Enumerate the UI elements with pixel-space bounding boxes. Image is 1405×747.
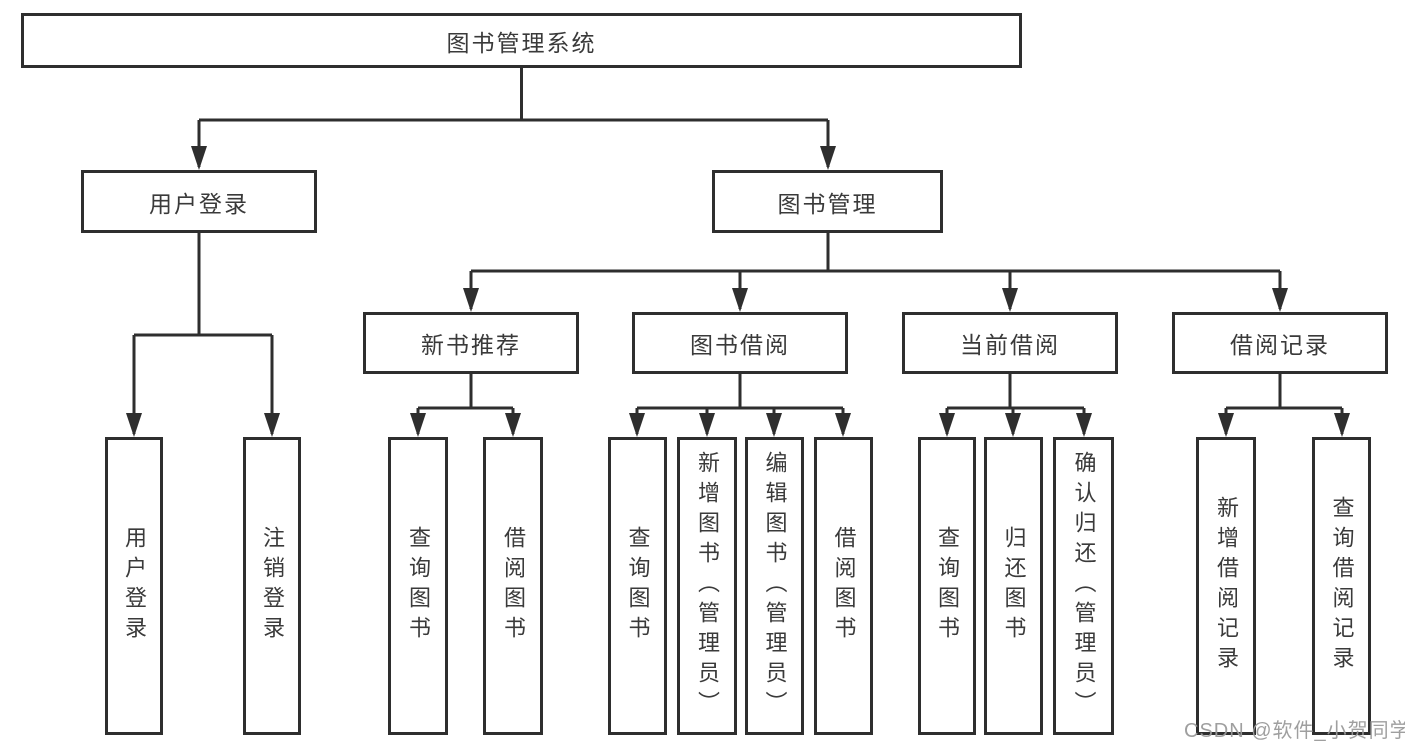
leaf-recommend-query-books: 查询图书	[388, 437, 448, 735]
leaf-borrowing-borrow-books-label: 借阅图书	[831, 526, 857, 646]
node-borrowing-records: 借阅记录	[1172, 312, 1388, 374]
leaf-confirm-return-admin: 确认归还（管理员）	[1053, 437, 1114, 735]
node-book-management: 图书管理	[712, 170, 943, 233]
node-library-management-system: 图书管理系统	[21, 13, 1022, 68]
leaf-user-login-label: 用户登录	[122, 526, 147, 646]
leaf-return-books: 归还图书	[984, 437, 1043, 735]
leaf-recommend-borrow-books: 借阅图书	[483, 437, 543, 735]
leaf-add-book-admin: 新增图书（管理员）	[677, 437, 737, 735]
leaf-current-query-books: 查询图书	[918, 437, 976, 735]
leaf-add-borrow-record-label: 新增借阅记录	[1214, 496, 1239, 676]
node-user-login: 用户登录	[81, 170, 317, 233]
node-book-borrowing-label: 图书借阅	[690, 332, 790, 358]
leaf-user-login: 用户登录	[105, 437, 163, 735]
node-book-management-label: 图书管理	[777, 190, 878, 217]
node-new-book-recommendation: 新书推荐	[363, 312, 579, 374]
node-new-book-recommendation-label: 新书推荐	[421, 332, 521, 358]
leaf-edit-book-admin-label: 编辑图书（管理员）	[762, 451, 788, 721]
leaf-query-borrow-record: 查询借阅记录	[1312, 437, 1371, 735]
leaf-recommend-borrow-books-label: 借阅图书	[501, 526, 526, 646]
node-book-borrowing: 图书借阅	[632, 312, 848, 374]
node-current-borrowing-label: 当前借阅	[960, 332, 1060, 358]
leaf-edit-book-admin: 编辑图书（管理员）	[745, 437, 804, 735]
node-user-login-label: 用户登录	[149, 190, 249, 217]
node-library-management-system-label: 图书管理系统	[446, 29, 597, 56]
leaf-query-borrow-record-label: 查询借阅记录	[1329, 496, 1355, 676]
leaf-return-books-label: 归还图书	[1001, 526, 1027, 646]
csdn-watermark: CSDN @软件_小贺同学	[1184, 720, 1405, 742]
node-current-borrowing: 当前借阅	[902, 312, 1118, 374]
leaf-borrowing-borrow-books: 借阅图书	[814, 437, 873, 735]
leaf-recommend-query-books-label: 查询图书	[406, 526, 431, 646]
leaf-add-borrow-record: 新增借阅记录	[1196, 437, 1256, 735]
leaf-borrowing-query-books: 查询图书	[608, 437, 667, 735]
node-borrowing-records-label: 借阅记录	[1230, 332, 1330, 358]
leaf-add-book-admin-label: 新增图书（管理员）	[695, 451, 720, 721]
leaf-borrowing-query-books-label: 查询图书	[625, 526, 651, 646]
leaf-logout: 注销登录	[243, 437, 301, 735]
leaf-confirm-return-admin-label: 确认归还（管理员）	[1071, 451, 1097, 721]
leaf-logout-label: 注销登录	[260, 526, 285, 646]
leaf-current-query-books-label: 查询图书	[935, 526, 960, 646]
